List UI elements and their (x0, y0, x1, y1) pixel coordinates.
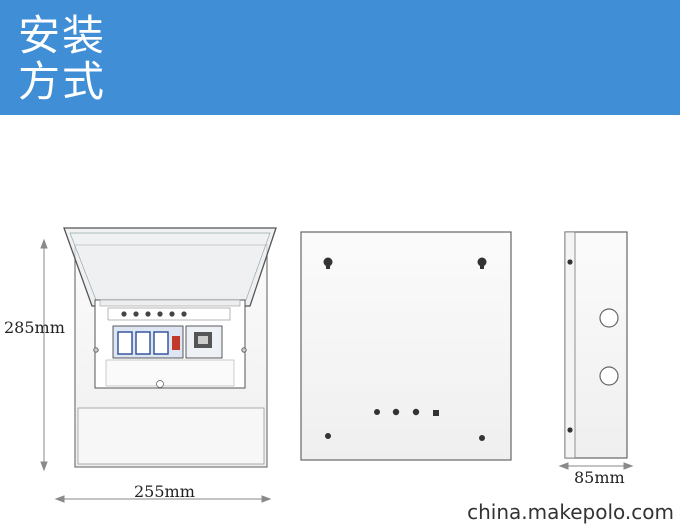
depth-dimension-label: 85mm (574, 468, 625, 487)
height-dimension-label: 285mm (4, 318, 65, 337)
circuit-breakers (112, 325, 223, 359)
side-view (564, 231, 628, 459)
front-view (63, 227, 277, 468)
width-dimension-label: 255mm (134, 482, 195, 501)
header-banner: 安装 方式 (0, 0, 680, 115)
banner-title-line-1: 安装 (18, 11, 107, 60)
dimension-lines (40, 238, 634, 503)
watermark: china.makepolo.com (467, 500, 674, 524)
open-lid (63, 227, 277, 307)
banner-title-line-2: 方式 (18, 57, 107, 106)
back-view (300, 231, 512, 461)
